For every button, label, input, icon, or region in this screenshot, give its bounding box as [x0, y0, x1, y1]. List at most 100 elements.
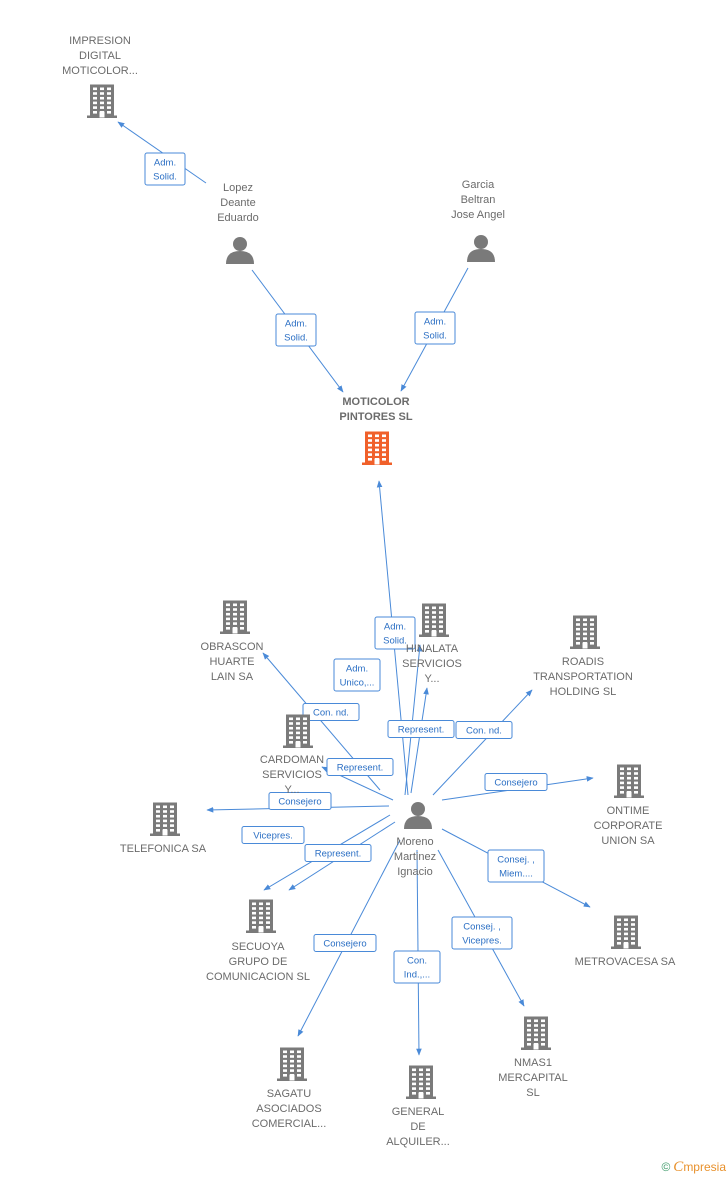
node-telefonica[interactable]: TELEFONICA SA — [120, 802, 207, 856]
node-label: GRUPO DE — [229, 956, 288, 968]
node-label: ONTIME — [607, 805, 650, 817]
edge-label-text: Unico,... — [340, 678, 375, 689]
node-general[interactable]: GENERALDEALQUILER... — [386, 1065, 450, 1149]
edge-moreno-to-metrovacesa: Consej. ,Miem.... — [441, 828, 591, 908]
node-label: ASOCIADOS — [256, 1103, 321, 1115]
edge-label-box[interactable] — [326, 758, 394, 776]
edge-moreno-to-cardoman: Represent. — [321, 758, 394, 801]
building-icon — [406, 1065, 436, 1099]
node-metrovacesa[interactable]: METROVACESA SA — [575, 915, 676, 969]
edge-label-box[interactable] — [304, 844, 372, 862]
node-label: METROVACESA SA — [575, 956, 676, 968]
node-hinalata[interactable]: HINALATA SERVICIOS Y... — [402, 603, 462, 686]
edge-label-text: Vicepres. — [462, 936, 501, 947]
node-label: Beltran — [461, 194, 496, 206]
node-label: LAIN SA — [211, 671, 254, 683]
node-label: Martinez — [394, 851, 436, 863]
edge-label-text: Solid. — [423, 331, 447, 342]
edge-label-box[interactable] — [484, 773, 548, 791]
edge-line — [410, 687, 429, 794]
edge-label-box[interactable] — [268, 792, 332, 810]
node-label: HINALATA — [406, 643, 459, 655]
edge-label-box[interactable] — [451, 916, 513, 950]
edge-label-text: Adm. — [424, 317, 446, 328]
edge-label-box[interactable] — [414, 311, 456, 345]
building-icon — [419, 603, 449, 637]
building-icon — [614, 764, 644, 798]
edge-label-text: Solid. — [284, 333, 308, 344]
edge-label-text: Consejero — [323, 939, 366, 950]
node-sagatu[interactable]: SAGATU ASOCIADOS COMERCIAL... — [252, 1047, 327, 1131]
edge-label-box[interactable] — [393, 950, 441, 984]
node-label: SAGATU — [267, 1088, 311, 1100]
node-secuoya[interactable]: SECUOYA GRUPO DE COMUNICACION SL — [206, 899, 310, 984]
node-label: Eduardo — [217, 212, 259, 224]
edge-label-box[interactable] — [374, 616, 416, 650]
edge-label-text: Consejero — [494, 778, 537, 789]
node-label: SERVICIOS — [262, 769, 322, 781]
node-label: SERVICIOS — [402, 658, 462, 670]
edge-label-text: Represent. — [398, 725, 444, 736]
edge-label-box[interactable] — [487, 849, 545, 883]
node-label: SECUOYA — [232, 941, 286, 953]
edge-label-box[interactable] — [387, 720, 455, 738]
node-label: GENERAL — [392, 1106, 445, 1118]
edge-label-text: Adm. — [384, 622, 406, 633]
person-icon — [467, 235, 495, 262]
building-icon — [220, 600, 250, 634]
edge-moreno-to-nmas1: Consej. ,Vicepres. — [437, 849, 525, 1007]
edge-label-box[interactable] — [144, 152, 186, 186]
node-label: CORPORATE — [594, 820, 663, 832]
edge-label-text: Con. nd. — [313, 708, 349, 719]
edge-moreno-to-moticolor: Adm.Solid. — [374, 480, 416, 796]
edge-moreno-to-hinalata: Represent. — [387, 687, 455, 794]
node-label: MOTICOLOR — [342, 396, 409, 408]
building-icon — [611, 915, 641, 949]
edge-label-box[interactable] — [302, 703, 360, 721]
edge-label-text: Represent. — [315, 849, 361, 860]
node-label: SL — [526, 1087, 539, 1099]
building-icon — [283, 714, 313, 748]
edge-moreno-to-sagatu: Consejero — [297, 839, 401, 1037]
node-label: Y... — [424, 673, 439, 685]
edge-label-box[interactable] — [313, 934, 377, 952]
edge-garcia-to-moticolor: Adm. Solid. — [400, 267, 469, 392]
edge-label-box[interactable] — [455, 721, 513, 739]
edge-moreno-to-ontime: Consejero — [441, 773, 594, 801]
person-icon — [226, 237, 254, 264]
edge-label-box[interactable] — [241, 826, 305, 844]
edge-moreno-to-roadis: Con. nd. — [432, 689, 533, 796]
edge-moreno-to-general: Con.Ind.,... — [393, 849, 441, 1056]
node-label: COMUNICACION SL — [206, 971, 310, 983]
node-label: COMERCIAL... — [252, 1118, 327, 1130]
footer-brand: ©Cmpresia — [661, 1159, 726, 1176]
node-label: Garcia — [462, 179, 495, 191]
node-label: CARDOMAN — [260, 754, 324, 766]
node-label: HOLDING SL — [550, 686, 617, 698]
edge-label-text: Consejero — [278, 797, 321, 808]
edge-label-box[interactable] — [275, 313, 317, 347]
copyright-symbol: © — [661, 1160, 671, 1174]
edge-label-text: Con. nd. — [466, 726, 502, 737]
edge-label-text: Miem.... — [499, 869, 533, 880]
node-label: MOTICOLOR... — [62, 65, 138, 77]
edges-layer: Adm.Solid.Adm.Solid.Adm.Solid.Adm.Solid.… — [117, 121, 594, 1056]
node-label: Y... — [284, 784, 299, 796]
node-label: Moreno — [396, 836, 433, 848]
node-label: NMAS1 — [514, 1057, 552, 1069]
edge-label-text: Represent. — [337, 763, 383, 774]
node-impresion[interactable]: IMPRESIONDIGITALMOTICOLOR... — [62, 35, 138, 118]
edge-line — [432, 689, 533, 796]
node-cardoman[interactable]: CARDOMAN SERVICIOS Y... — [260, 714, 324, 797]
node-label: TELEFONICA SA — [120, 843, 207, 855]
edge-label-box[interactable] — [333, 658, 381, 692]
